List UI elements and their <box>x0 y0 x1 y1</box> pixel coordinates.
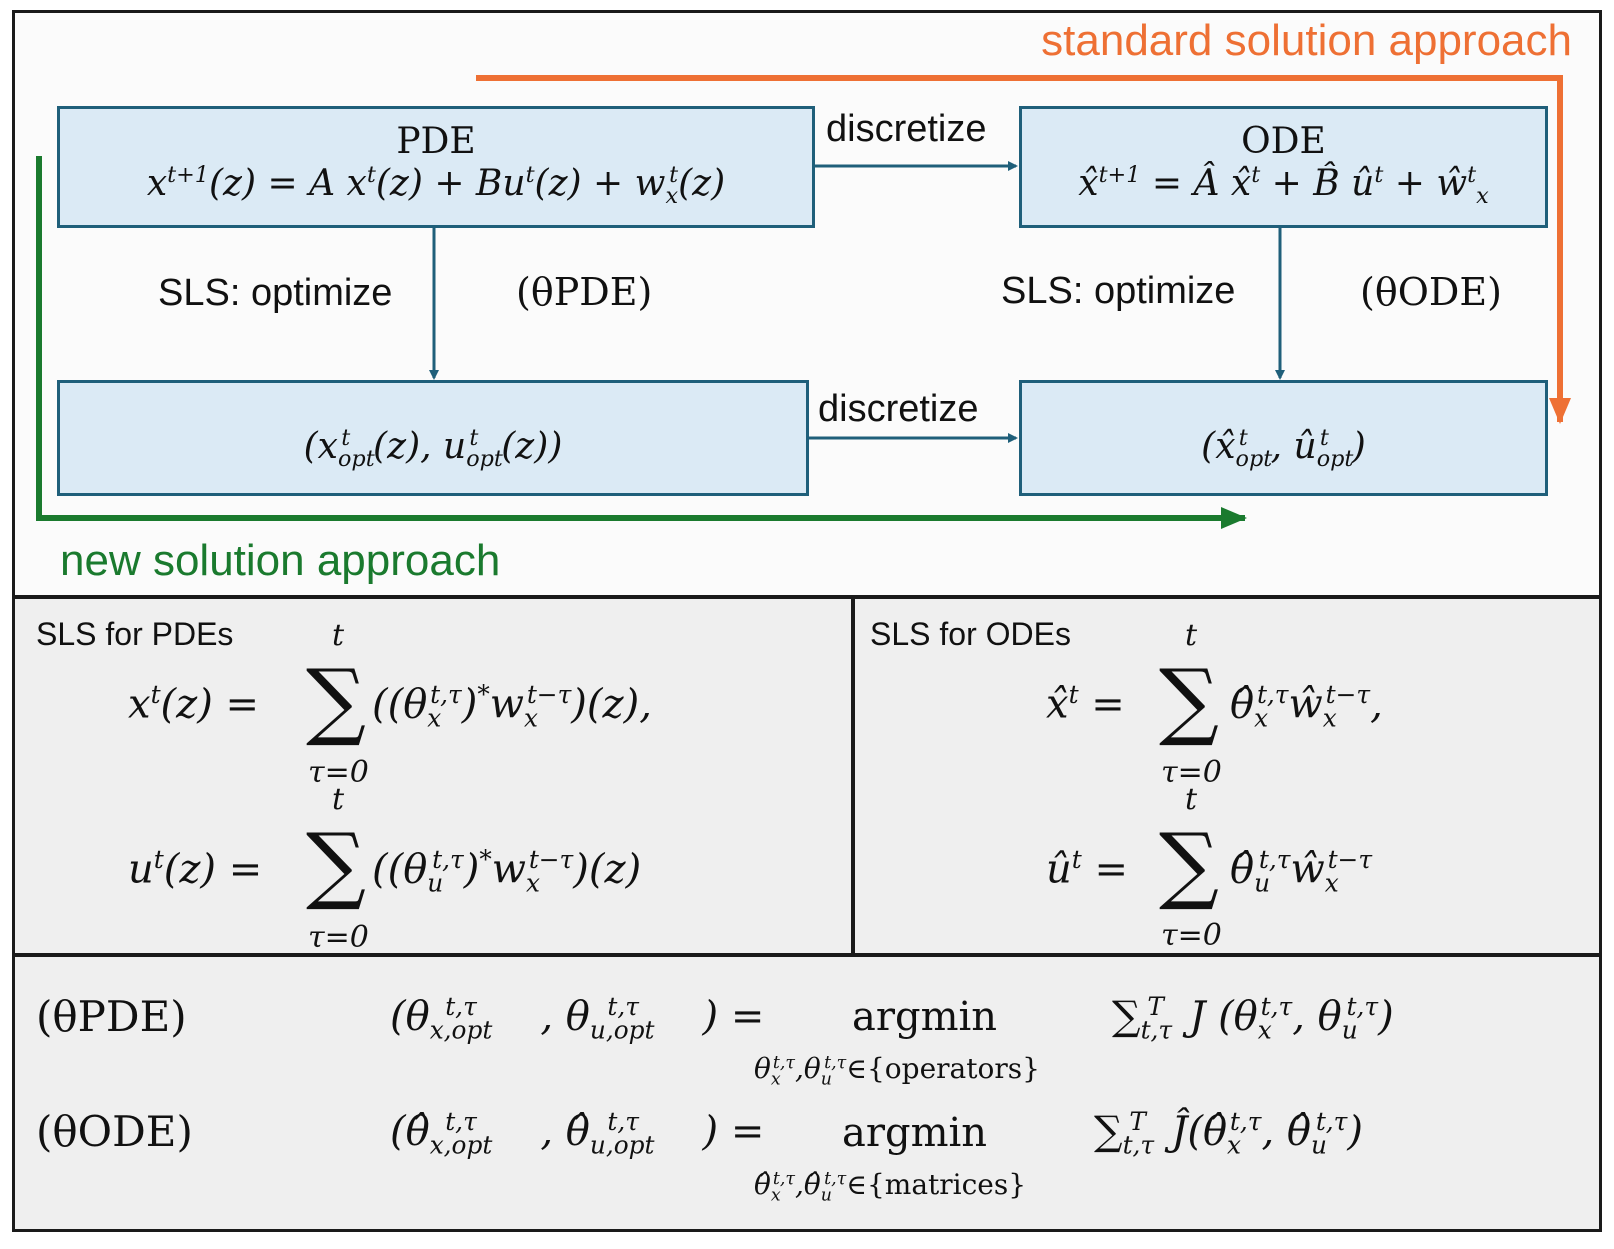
sum-lower-limit: τ=0 <box>308 755 369 790</box>
matrices-set: {matrices} <box>866 1168 1027 1201</box>
sum-upper-limit: t <box>1185 618 1198 653</box>
theta-pde-problem-label: (θPDE) <box>36 992 187 1041</box>
sls-pde-title: SLS for PDEs <box>36 616 234 652</box>
sls-ode-eq1-lhs: x̂t = <box>1046 680 1125 728</box>
sls-pde-eq2-rhs: ((θut,τ)*wxt−τ)(z) <box>372 845 642 898</box>
sum-lower-limit: τ=0 <box>1161 918 1222 953</box>
sum-upper-limit: t <box>332 618 345 653</box>
optimization-problems-panel <box>12 954 1602 1232</box>
sum-lower-limit: τ=0 <box>308 920 369 955</box>
ode-title: ODE <box>1241 121 1326 162</box>
discretize-top-label: discretize <box>826 108 987 150</box>
operators-set: {operators} <box>866 1052 1040 1085</box>
sum-symbol: ∑ <box>306 651 366 749</box>
sls-ode-eq1-rhs: θ̂xt,τŵxt−τ, <box>1230 680 1383 733</box>
sls-optimize-left-label: SLS: optimize <box>158 272 393 314</box>
sum-symbol: ∑ <box>306 815 366 913</box>
theta-pde-reference: (θPDE) <box>516 270 653 314</box>
sls-ode-eq2-rhs: θ̂ut,τŵxt−τ <box>1230 845 1373 898</box>
standard-approach-label: standard solution approach <box>1041 16 1572 65</box>
sls-optimize-right-label: SLS: optimize <box>1001 270 1236 312</box>
theta-ode-reference: (θODE) <box>1360 270 1502 314</box>
theta-pde-problem-lhs: (θx,optt,τ , θu,optt,τ ) = <box>390 992 765 1045</box>
theta-ode-objective: ∑t,τT Ĵ(θ̂xt,τ, θ̂ut,τ) <box>1094 1107 1363 1160</box>
sum-upper-limit: t <box>332 782 345 817</box>
ode-box: ODE x̂t+1 = Â x̂t + B̂ ût + ŵtx <box>1019 106 1548 228</box>
theta-ode-constraint: θ̂xt,τ,θ̂ut,τ∈{matrices} <box>754 1168 1027 1206</box>
theta-ode-problem-lhs: (θ̂x,optt,τ , θ̂u,optt,τ ) = <box>390 1107 765 1160</box>
sls-pde-eq1-lhs: xt(z) = <box>128 680 260 728</box>
pde-title: PDE <box>396 121 476 162</box>
sum-symbol: ∑ <box>1159 815 1219 913</box>
sls-ode-eq2-lhs: ût = <box>1046 845 1128 893</box>
sum-upper-limit: t <box>1185 782 1198 817</box>
sum-symbol: ∑ <box>1159 651 1219 749</box>
sls-ode-title: SLS for ODEs <box>870 616 1071 652</box>
argmin-operator: argmin <box>852 994 998 1040</box>
discretize-bottom-label: discretize <box>818 388 979 430</box>
pde-optimal-equation: (xoptt (z), uoptt (z)) <box>303 425 563 473</box>
pde-optimal-box: (xoptt (z), uoptt (z)) <box>57 380 809 496</box>
argmin-operator: argmin <box>842 1110 988 1156</box>
pde-box: PDE xt+1(z) = A xt(z) + But(z) + wxt(z) <box>57 106 815 228</box>
sls-ode-panel <box>852 596 1602 956</box>
ode-equation: x̂t+1 = Â x̂t + B̂ ût + ŵtx <box>1078 162 1489 210</box>
theta-pde-constraint: θxt,τ,θut,τ∈{operators} <box>754 1052 1040 1090</box>
sum-lower-limit: τ=0 <box>1161 755 1222 790</box>
new-approach-label: new solution approach <box>60 536 501 585</box>
pde-equation: xt+1(z) = A xt(z) + But(z) + wxt(z) <box>146 162 726 210</box>
sls-pde-eq1-rhs: ((θxt,τ)*wxt−τ)(z), <box>372 680 652 733</box>
ode-optimal-box: (x̂optt , ûoptt ) <box>1019 380 1548 496</box>
theta-pde-objective: ∑t,τT J (θxt,τ, θut,τ) <box>1112 992 1394 1045</box>
sls-pde-eq2-lhs: ut(z) = <box>128 845 263 893</box>
ode-optimal-equation: (x̂optt , ûoptt ) <box>1201 425 1366 473</box>
theta-ode-problem-label: (θODE) <box>36 1107 193 1156</box>
